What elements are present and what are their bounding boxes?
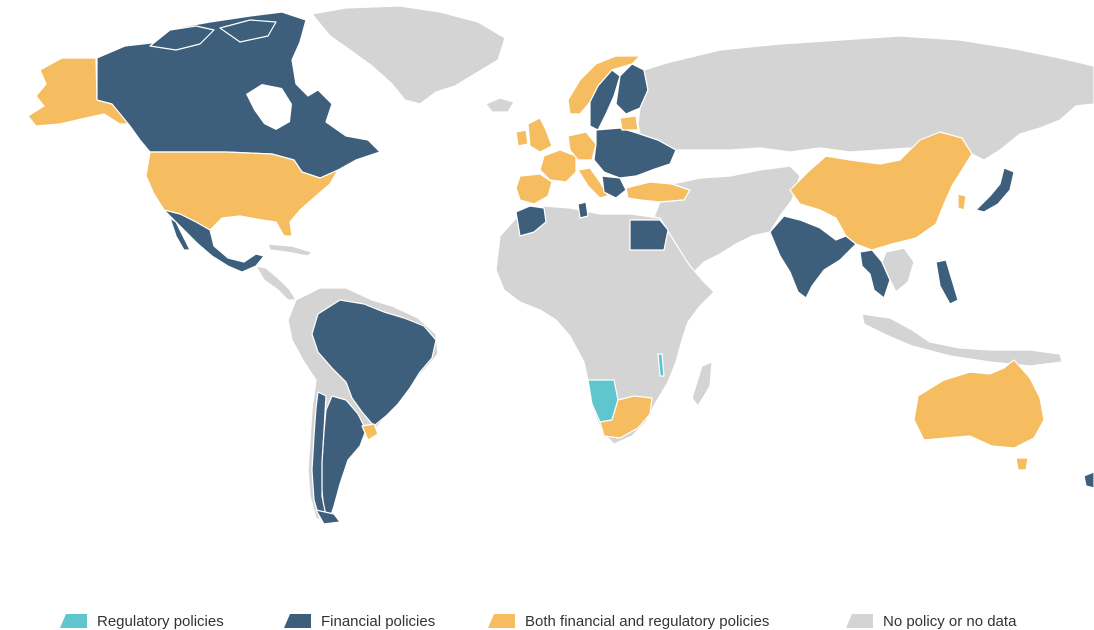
legend-item-financial: Financial policies (284, 612, 435, 630)
region-france (539, 149, 577, 183)
region-germany (567, 131, 597, 161)
region-russia (637, 35, 1094, 161)
region-cuba (267, 243, 313, 257)
legend-label-both: Both financial and regulatory policies (525, 612, 770, 630)
region-iberia (515, 173, 553, 205)
region-ireland (515, 129, 529, 147)
legend-swatch-regulatory (60, 614, 87, 628)
region-australia (913, 359, 1045, 449)
legend-item-both: Both financial and regulatory policies (488, 612, 769, 630)
region-indonesia (861, 313, 1063, 367)
region-tierra (315, 509, 341, 525)
legend-swatch-none (846, 614, 873, 628)
region-india (769, 215, 857, 299)
region-uruguay (361, 423, 379, 441)
region-sweden (589, 69, 621, 131)
legend-item-none: No policy or no data (846, 612, 1016, 630)
region-philippines (935, 259, 959, 305)
legend-swatch-both (488, 614, 515, 628)
region-malawi (657, 353, 665, 377)
region-new-zealand (1083, 471, 1094, 489)
legend-label-financial: Financial policies (321, 612, 436, 630)
region-madagascar (691, 361, 713, 407)
region-hudson-bay (246, 84, 292, 130)
map-legend: Regulatory policies Financial policies B… (0, 612, 1094, 630)
region-tasmania (1015, 457, 1029, 471)
region-italy (577, 167, 609, 199)
world-policy-map (27, 5, 1094, 525)
region-middle-east (651, 165, 801, 283)
legend-item-regulatory: Regulatory policies (60, 612, 224, 630)
region-canada-islands-2 (219, 19, 277, 43)
region-tunisia (577, 201, 589, 219)
region-balkans (601, 175, 627, 199)
region-japan (975, 167, 1015, 213)
region-baja (169, 217, 191, 251)
region-south-africa (599, 395, 653, 439)
region-norway (567, 55, 641, 115)
region-canada-islands (149, 25, 215, 51)
region-mexico (163, 209, 265, 273)
legend-label-none: No policy or no data (883, 612, 1017, 630)
region-indochina (881, 247, 915, 293)
region-central-america (255, 265, 297, 301)
region-myanmar-thailand (859, 249, 891, 299)
region-china (789, 131, 973, 251)
region-baltic (619, 115, 639, 131)
region-brazil (311, 299, 437, 427)
region-egypt (629, 219, 669, 251)
legend-swatch-financial (284, 614, 311, 628)
region-greenland (311, 5, 506, 105)
region-uk (527, 117, 553, 153)
region-korea (957, 193, 967, 211)
region-africa (495, 205, 715, 445)
region-iceland (485, 97, 515, 113)
legend-label-regulatory: Regulatory policies (97, 612, 224, 630)
region-morocco (515, 205, 547, 237)
